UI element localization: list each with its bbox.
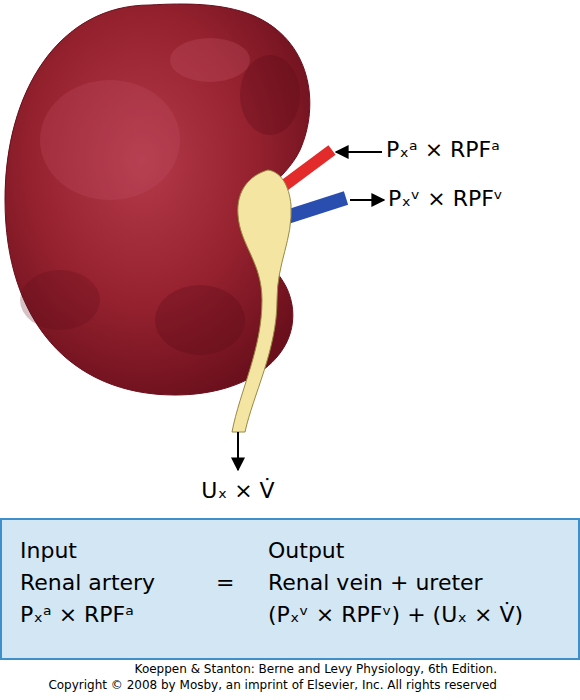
flux-label: Pₓᵛ × RPFᵛ bbox=[388, 186, 503, 211]
copyright-note: Copyright © 2008 by Mosby, an imprint of… bbox=[48, 678, 497, 692]
kidney-shading bbox=[40, 80, 180, 200]
kidney-shading bbox=[240, 55, 300, 135]
input-arrow bbox=[336, 151, 382, 153]
equation-text: Renal artery bbox=[20, 570, 155, 595]
equation-text: = bbox=[216, 570, 234, 595]
kidney-shading bbox=[20, 270, 100, 330]
equation-text: (Pₓᵛ × RPFᵛ) + (Uₓ × V̇) bbox=[268, 602, 523, 627]
equation-band: InputRenal arteryPₓᵃ × RPFᵃ = OutputRenal … bbox=[0, 518, 580, 660]
equation-text: Pₓᵃ × RPFᵃ bbox=[20, 602, 134, 627]
equation-text: Output bbox=[268, 538, 344, 563]
output-arrow bbox=[350, 199, 384, 201]
equation-text: Renal vein + ureter bbox=[268, 570, 483, 595]
copyright-note: Koeppen & Stanton: Berne and Levy Physio… bbox=[135, 662, 497, 676]
equation-text: Input bbox=[20, 538, 77, 563]
flux-label: Uₓ × V̇ bbox=[201, 478, 274, 503]
kidney-shading bbox=[155, 285, 245, 355]
ureter bbox=[232, 170, 291, 432]
urine-arrow bbox=[237, 432, 239, 470]
flux-label: Pₓᵃ × RPFᵃ bbox=[386, 137, 500, 162]
kidney-shading bbox=[170, 38, 250, 82]
